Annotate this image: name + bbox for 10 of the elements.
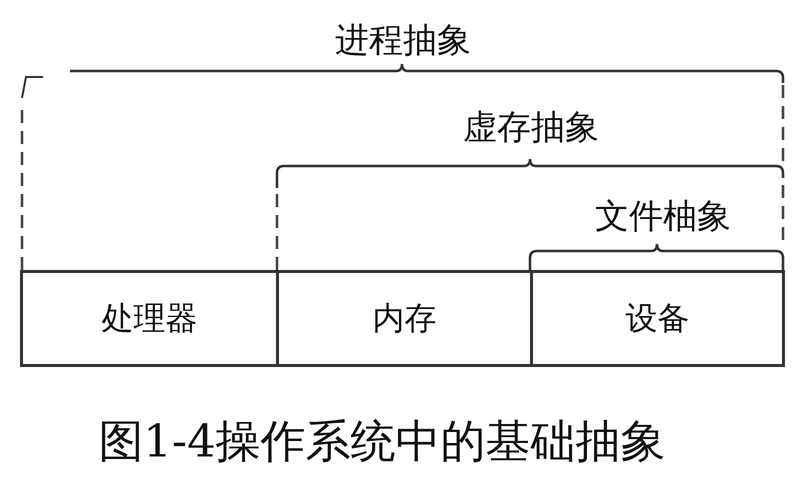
bracket-label: 虚存抽象 xyxy=(463,109,599,147)
box-label: 内存 xyxy=(372,300,436,336)
resource-box xyxy=(20,270,279,367)
bracket-label: 进程抽象 xyxy=(335,22,471,60)
box-label: 处理器 xyxy=(102,300,198,336)
box-label: 设备 xyxy=(626,300,690,336)
figure-caption: 图1-4操作系统中的基础抽象 xyxy=(98,416,666,466)
resource-box xyxy=(276,270,533,367)
bracket-label: 文件柚象 xyxy=(595,198,731,236)
resource-box xyxy=(530,270,785,367)
